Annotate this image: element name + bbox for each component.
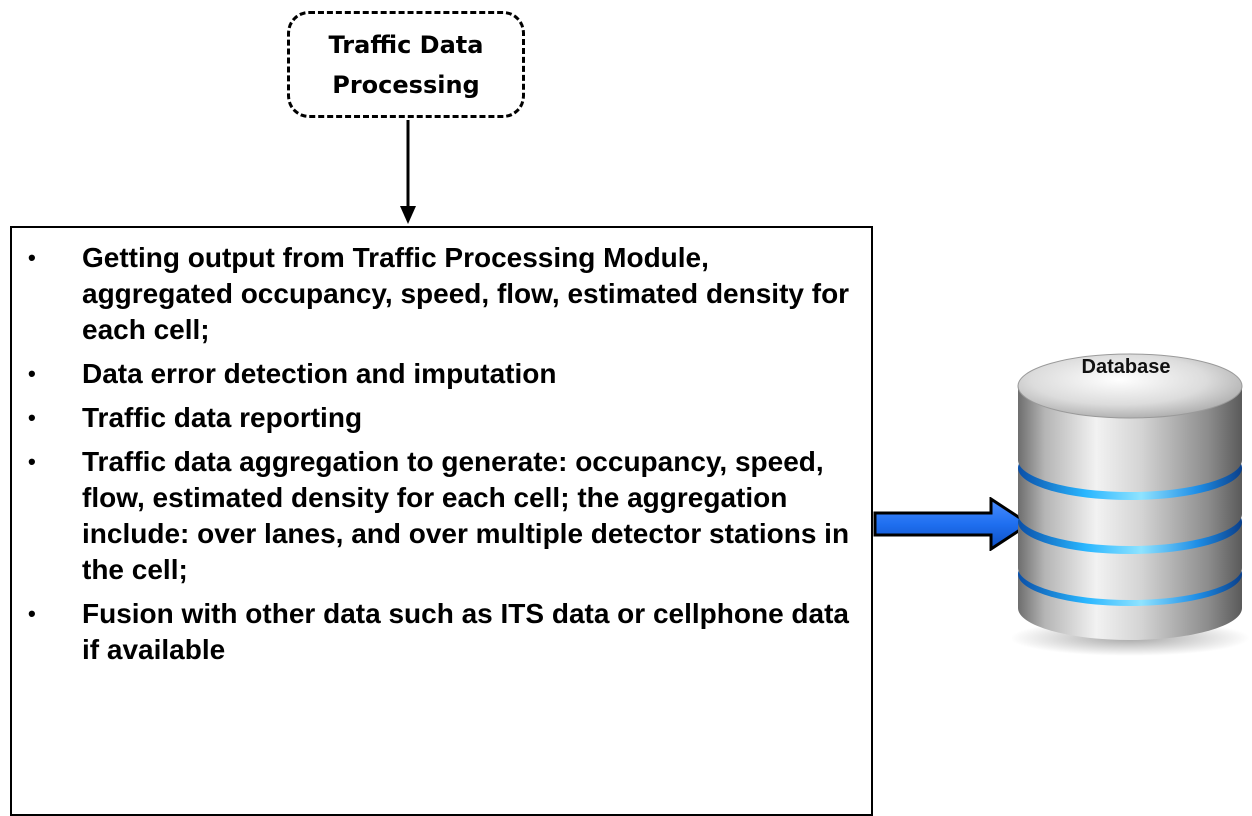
list-item-text: Traffic data reporting	[82, 402, 363, 433]
list-item: • Getting output from Traffic Processing…	[28, 240, 851, 348]
list-item-text: Data error detection and imputation	[82, 358, 557, 389]
process-node-line-1: Traffic Data	[328, 30, 484, 59]
list-item-text: Fusion with other data such as ITS data …	[82, 598, 850, 665]
bullet-marker: •	[28, 405, 36, 430]
details-list: • Getting output from Traffic Processing…	[12, 228, 871, 668]
process-node-line-2: Processing	[332, 70, 480, 99]
bullet-marker: •	[28, 449, 36, 474]
right-arrow-icon	[873, 497, 1032, 551]
list-item-text: Getting output from Traffic Processing M…	[82, 242, 850, 345]
traffic-data-processing-node: Traffic Data Processing	[287, 11, 525, 118]
bullet-marker: •	[28, 245, 36, 270]
list-item: • Traffic data aggregation to generate: …	[28, 444, 851, 588]
bullet-marker: •	[28, 361, 36, 386]
database-label: Database	[1081, 356, 1171, 378]
database-icon	[1012, 353, 1250, 656]
list-item-text: Traffic data aggregation to generate: oc…	[82, 446, 850, 585]
list-item: • Data error detection and imputation	[28, 356, 851, 392]
list-item: • Traffic data reporting	[28, 400, 851, 436]
details-box: • Getting output from Traffic Processing…	[10, 226, 873, 816]
list-item: • Fusion with other data such as ITS dat…	[28, 596, 851, 668]
bullet-marker: •	[28, 601, 36, 626]
down-arrow-connector	[400, 120, 416, 224]
